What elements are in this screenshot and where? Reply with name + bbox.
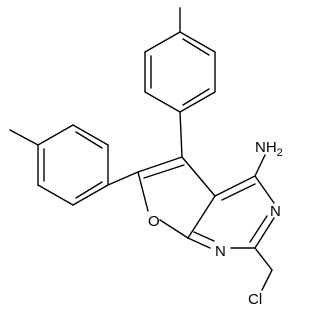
pyrimidine-ring	[187, 175, 275, 249]
amine-bond	[254, 154, 266, 177]
chloromethyl-bond	[254, 247, 273, 271]
ring-oxygen: O	[148, 213, 160, 230]
aryl-bond-top	[179, 111, 183, 158]
amine-label: NH2	[255, 139, 283, 159]
structure-diagram: NH2 N N O Cl	[9, 7, 283, 308]
aryl-bond-left	[107, 171, 139, 186]
chlorine-label: Cl	[248, 291, 262, 308]
furan-ring	[137, 156, 216, 239]
ring-nitrogen-upper: N	[270, 203, 281, 220]
ring-nitrogen-lower: N	[215, 243, 226, 260]
tolyl-ring-left	[9, 124, 109, 206]
chloro-bond	[261, 269, 273, 291]
tolyl-ring-top	[144, 7, 216, 113]
